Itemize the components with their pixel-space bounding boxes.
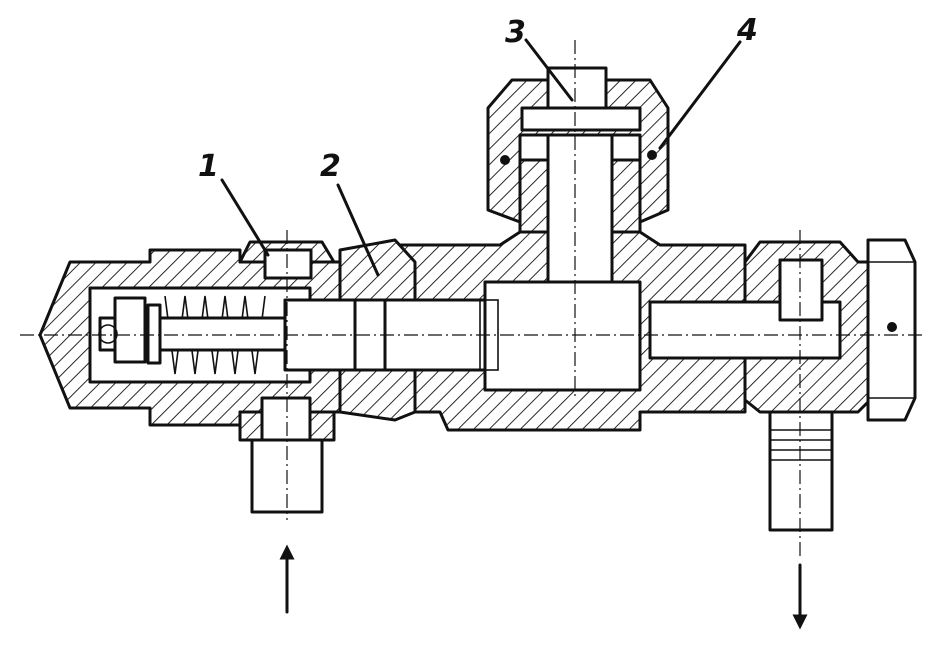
leader-4 xyxy=(658,40,742,150)
left-spring-housing xyxy=(38,248,342,427)
label-part-3: 3 xyxy=(505,15,526,50)
top-fitting xyxy=(486,66,670,284)
label-part-4: 4 xyxy=(736,13,758,48)
leader-2 xyxy=(336,183,380,277)
center-lines xyxy=(20,40,925,560)
part-labels: 1 2 3 4 xyxy=(198,13,758,184)
flow-arrows xyxy=(279,544,808,630)
seal-dot-left xyxy=(500,155,510,165)
seal-dot-right xyxy=(647,150,657,160)
label-part-2: 2 xyxy=(320,149,341,184)
right-outlet-section xyxy=(648,238,917,532)
leader-3 xyxy=(524,38,574,102)
label-part-1: 1 xyxy=(198,149,219,184)
leader-1 xyxy=(220,178,270,257)
leader-lines xyxy=(220,38,742,277)
